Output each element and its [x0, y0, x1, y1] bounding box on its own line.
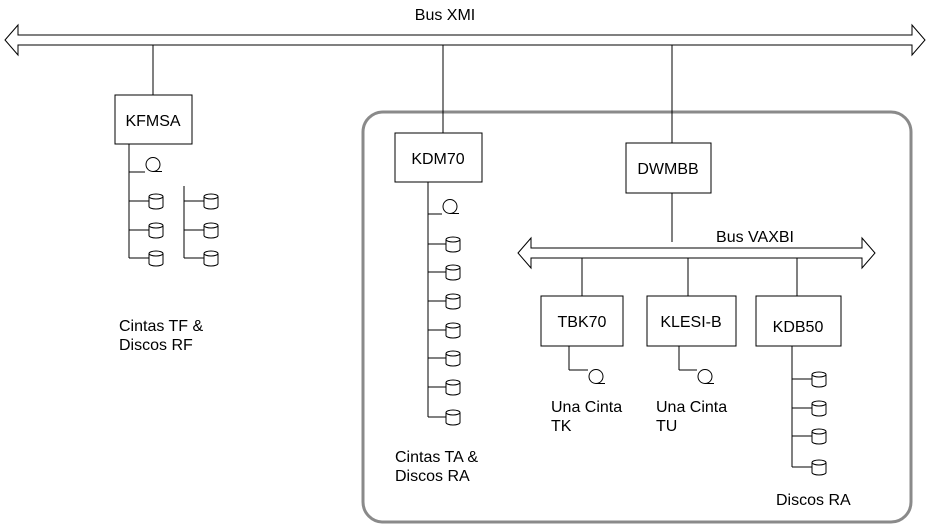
disk-drive-icon: [203, 250, 219, 267]
tbk70-caption-line1: Una Cinta: [551, 399, 622, 416]
tbk70-label: TBK70: [558, 314, 607, 331]
dwmbb-label: DWMBB: [637, 161, 698, 178]
kdb50-caption-line1: Discos RA: [776, 492, 851, 509]
disk-drive-icon: [811, 428, 827, 445]
disk-drive-icon: [445, 322, 461, 339]
bus-xmi-label: Bus XMI: [415, 7, 475, 24]
disk-drive-icon: [203, 193, 219, 210]
klesi-box: [646, 295, 737, 347]
klesi-caption-line1: Una Cinta: [656, 399, 727, 416]
disk-drive-icon: [445, 350, 461, 367]
disk-drive-icon: [811, 400, 827, 417]
klesi-caption-line2: TU: [656, 418, 677, 435]
tape-reel-icon: [145, 157, 163, 172]
tbk70-box: [540, 295, 624, 347]
kdm70-caption-line2: Discos RA: [395, 468, 470, 485]
kfmsa-caption-line2: Discos RF: [119, 337, 193, 354]
kfmsa-caption-line1: Cintas TF &: [119, 318, 204, 335]
klesi-device-tree: [678, 346, 715, 384]
kfmsa-box: [114, 94, 193, 145]
disk-drive-icon: [148, 222, 164, 239]
bus-xmi-arrow: [4, 23, 926, 57]
disk-drive-icon: [445, 264, 461, 281]
bus-vaxbi-arrow: [517, 236, 876, 270]
disk-drive-icon: [148, 193, 164, 210]
kfmsa-label: KFMSA: [125, 113, 180, 130]
disk-drive-icon: [203, 222, 219, 239]
disk-drive-icon: [445, 293, 461, 310]
kdm70-device-tree: [427, 182, 461, 426]
vaxbi-subsystem-frame: [361, 110, 913, 524]
disk-drive-icon: [445, 379, 461, 396]
disk-drive-icon: [148, 250, 164, 267]
kdb50-device-tree: [791, 346, 827, 476]
kdm70-label: KDM70: [411, 151, 464, 168]
tape-reel-icon: [588, 369, 606, 384]
tbk70-caption-line2: TK: [551, 418, 572, 435]
klesi-label: KLESI-B: [660, 314, 721, 331]
disk-drive-icon: [811, 371, 827, 388]
disk-drive-icon: [445, 409, 461, 426]
kfmsa-device-tree: [128, 144, 219, 267]
kdm70-box: [394, 132, 483, 183]
kdb50-box: [755, 295, 842, 347]
tape-reel-icon: [697, 369, 715, 384]
dwmbb-box: [625, 142, 712, 194]
bus-vaxbi-label: Bus VAXBI: [716, 229, 794, 246]
disk-drive-icon: [445, 236, 461, 253]
tape-reel-icon: [442, 199, 460, 214]
kdm70-caption-line1: Cintas TA &: [395, 449, 478, 466]
tbk70-device-tree: [568, 346, 606, 384]
kdb50-label: KDB50: [773, 319, 824, 336]
disk-drive-icon: [811, 459, 827, 476]
